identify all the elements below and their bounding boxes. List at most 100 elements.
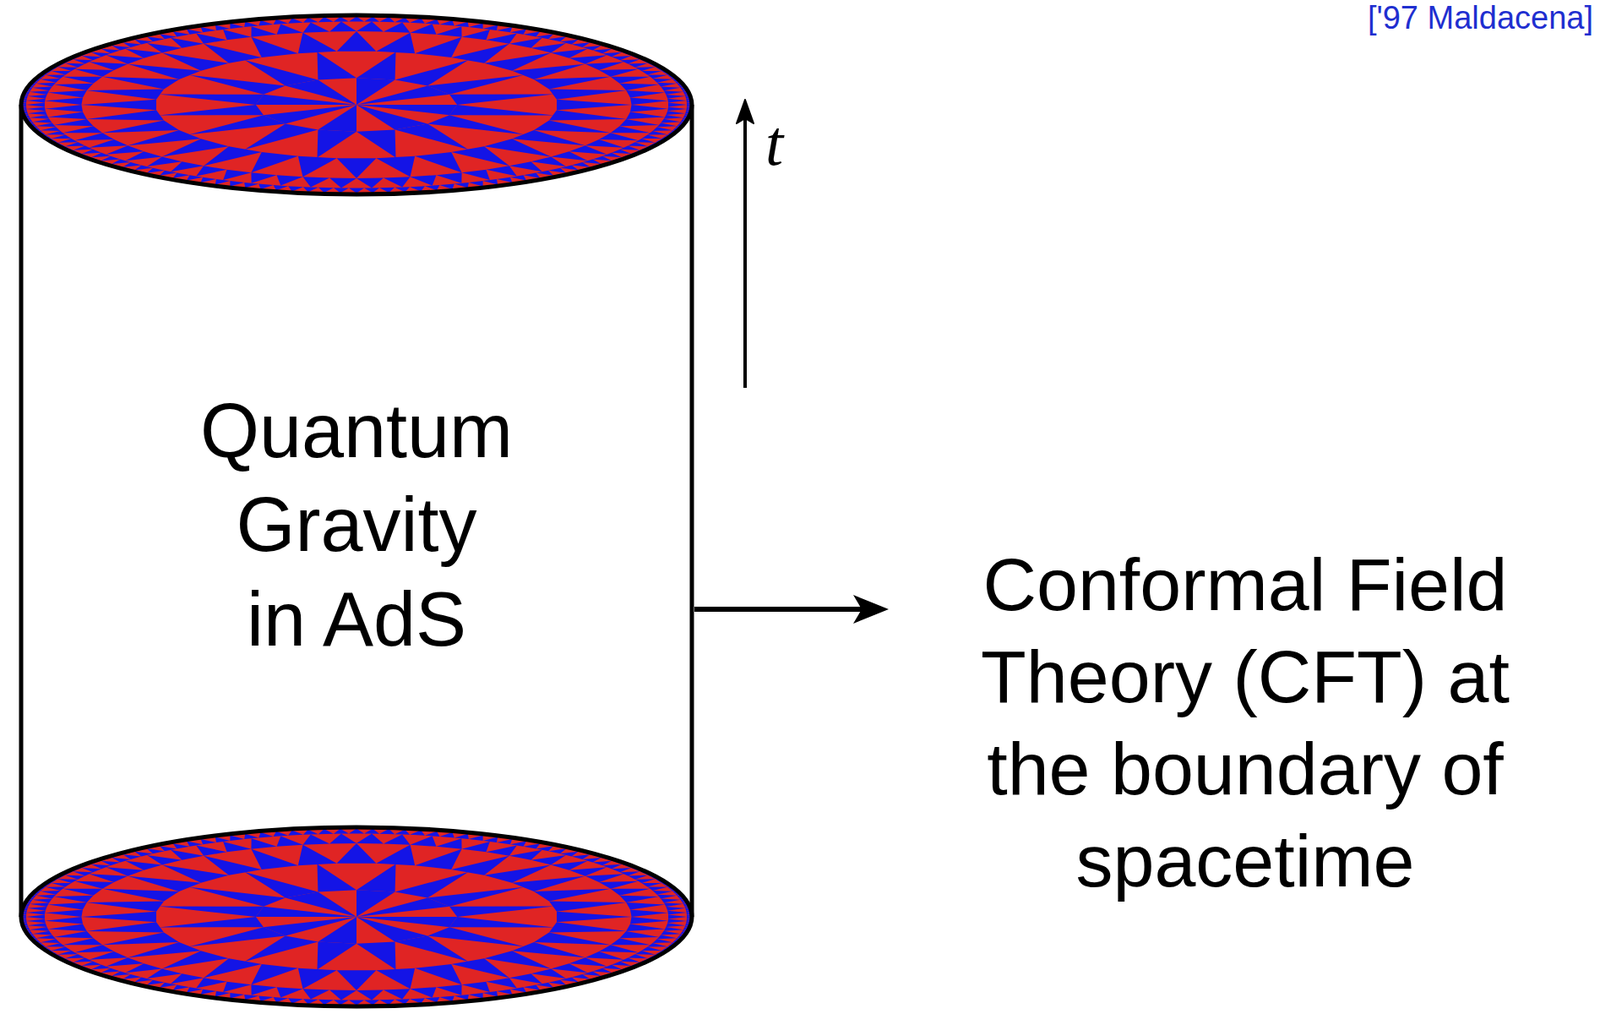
tiling-blue-tile xyxy=(277,174,304,186)
tiling-blue-tile xyxy=(48,90,88,98)
tiling-blue-tile xyxy=(414,152,462,173)
tiling-blue-tile xyxy=(667,98,686,104)
tiling-blue-tile xyxy=(496,989,512,995)
tiling-blue-tile xyxy=(549,89,626,100)
tiling-blue-tile xyxy=(337,969,377,991)
tiling-blue-tile xyxy=(203,43,262,64)
tiling-blue-tile xyxy=(91,52,111,57)
tiling-blue-tile xyxy=(127,64,202,80)
tiling-blue-tile xyxy=(51,70,72,75)
tiling-blue-tile xyxy=(593,860,613,866)
tiling-blue-tile xyxy=(395,59,469,86)
tiling-blue-tile xyxy=(173,31,191,37)
tiling-blue-tile xyxy=(509,38,543,49)
tiling-blue-tile xyxy=(258,995,273,1002)
tiling-blue-tile xyxy=(101,860,121,866)
tiling-blue-tile xyxy=(111,158,131,164)
tiling-blue-tile xyxy=(642,946,663,950)
tiling-blue-tile xyxy=(427,926,524,947)
ads-cylinder: Quantum Gravity in AdS xyxy=(18,13,695,1009)
tiling-blue-tile xyxy=(317,941,357,969)
tiling-blue-tile xyxy=(449,94,555,105)
tiling-blue-tile xyxy=(585,951,625,960)
tiling-group xyxy=(14,13,699,196)
tiling-blue-tile xyxy=(451,957,510,978)
time-label: t xyxy=(765,106,784,180)
tiling-blue-tile xyxy=(427,114,524,135)
tiling-blue-tile xyxy=(134,851,153,857)
tiling-blue-tile xyxy=(250,984,277,996)
tiling-blue-tile xyxy=(337,843,377,864)
tiling-blue-tile xyxy=(29,90,49,95)
tiling-blue-tile xyxy=(630,908,669,917)
tiling-blue-tile xyxy=(88,951,128,960)
tiling-blue-tile xyxy=(635,950,656,955)
tiling-blue-tile xyxy=(663,926,684,931)
tiling-blue-tile xyxy=(395,871,469,898)
tiling-blue-tile xyxy=(250,838,277,849)
tiling-blue-tile xyxy=(635,878,656,883)
tiling-blue-tile xyxy=(549,901,626,912)
tiling-blue-tile xyxy=(317,52,357,81)
tiling-blue-tile xyxy=(569,957,608,966)
tiling-blue-tile xyxy=(36,894,57,899)
tiling-blue-tile xyxy=(32,119,52,124)
tiling-blue-tile xyxy=(44,916,83,925)
tiling-blue-tile xyxy=(439,184,454,190)
citation: ['97 Maldacena] xyxy=(1367,0,1594,37)
tiling-blue-tile xyxy=(653,126,674,131)
tiling-blue-tile xyxy=(548,979,566,986)
tiling-blue-tile xyxy=(134,164,153,170)
tiling-blue-tile xyxy=(317,129,357,158)
tiling-blue-tile xyxy=(625,902,665,909)
tiling-blue-tile xyxy=(186,174,203,180)
tiling-blue-tile xyxy=(435,172,462,184)
tiling-blue-tile xyxy=(258,832,273,838)
tiling-blue-tile xyxy=(451,43,510,64)
tiling-blue-tile xyxy=(186,986,203,992)
tiling-blue-tile xyxy=(127,876,202,892)
tiling-blue-tile xyxy=(201,177,217,183)
tiling-blue-tile xyxy=(410,835,437,846)
tiling-blue-tile xyxy=(195,844,227,855)
tiling-blue-tile xyxy=(277,835,304,846)
tiling-blue-tile xyxy=(223,981,251,992)
tiling-blue-tile xyxy=(125,860,162,871)
connector-arrow xyxy=(694,594,889,624)
tiling-blue-tile xyxy=(653,890,674,895)
tiling-blue-tile xyxy=(510,840,527,846)
tiling-blue-tile xyxy=(146,168,165,174)
tiling-blue-tile xyxy=(560,976,578,982)
tiling-blue-tile xyxy=(81,911,156,922)
tiling-blue-tile xyxy=(54,119,94,126)
tiling-blue-tile xyxy=(523,173,541,179)
tiling-blue-tile xyxy=(329,990,357,1001)
tiling-blue-tile xyxy=(560,164,578,170)
tiling-blue-tile xyxy=(91,152,111,158)
connector-line xyxy=(694,606,864,612)
tiling-blue-tile xyxy=(511,941,586,958)
tiling-blue-tile xyxy=(548,36,566,42)
tiling-blue-tile xyxy=(483,837,499,843)
tiling-blue-tile xyxy=(146,156,182,167)
tiling-blue-tile xyxy=(73,146,94,151)
arrow-head xyxy=(853,594,889,624)
tiling-blue-tile xyxy=(105,145,144,154)
cylinder-side xyxy=(19,104,24,917)
tiling-blue-tile xyxy=(81,149,102,154)
tiling-blue-tile xyxy=(642,882,663,887)
tiling-blue-tile xyxy=(657,82,678,88)
tiling-blue-tile xyxy=(454,833,469,839)
tiling-blue-tile xyxy=(258,20,273,26)
tiling-blue-tile xyxy=(74,944,115,953)
tiling-blue-tile xyxy=(48,902,88,909)
tiling-blue-tile xyxy=(329,21,357,33)
tiling-blue-tile xyxy=(81,55,102,60)
tiling-blue-tile xyxy=(158,104,264,115)
tiling-blue-tile xyxy=(484,53,551,71)
tiling-blue-tile xyxy=(111,45,131,51)
tiling-blue-tile xyxy=(159,170,177,176)
tiling-blue-tile xyxy=(620,119,660,126)
tiling-blue-tile xyxy=(65,63,86,68)
tiling-blue-tile xyxy=(435,838,462,849)
